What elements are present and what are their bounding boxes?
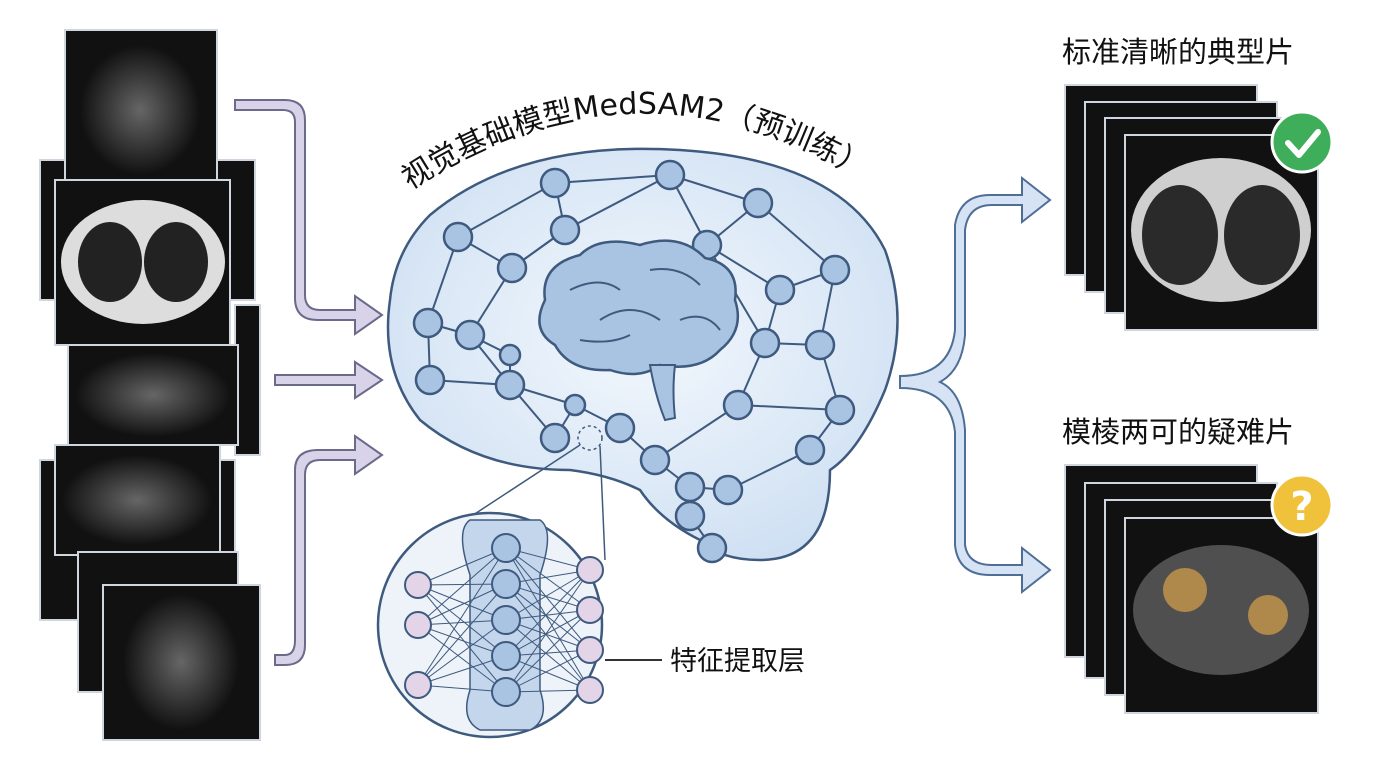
feature-node	[576, 676, 604, 704]
zoom-source-circle	[577, 425, 603, 451]
input-arrows	[234, 99, 384, 666]
feature-edge	[417, 547, 507, 586]
feature-edge	[417, 584, 507, 621]
feature-node	[404, 571, 432, 599]
input-scan-stack	[39, 29, 261, 741]
network-node	[496, 252, 528, 284]
network-node	[749, 327, 781, 359]
network-node	[563, 393, 587, 417]
feature-edge	[505, 569, 591, 657]
network-edge	[564, 174, 671, 231]
feature-node	[576, 596, 604, 624]
network-node	[414, 364, 446, 396]
network-node	[412, 307, 444, 339]
network-node	[674, 471, 706, 503]
arrow-middle	[274, 360, 384, 400]
feature-edge	[505, 619, 591, 691]
feature-edge	[417, 619, 507, 686]
feature-node	[404, 611, 432, 639]
feature-node	[491, 533, 521, 563]
feature-edge	[505, 655, 591, 691]
network-graph	[412, 159, 856, 564]
arrow-bottom	[274, 434, 384, 666]
network-node	[722, 389, 754, 421]
feature-edge	[505, 649, 591, 693]
feature-edge	[417, 624, 507, 693]
feature-edge	[505, 583, 591, 651]
check-icon	[1270, 110, 1334, 174]
feature-node	[491, 605, 521, 635]
feature-edge	[505, 547, 591, 651]
network-node	[494, 369, 526, 401]
feature-edge	[417, 624, 507, 657]
feature-label: 特征提取层	[670, 646, 805, 677]
feature-node	[576, 636, 604, 664]
scan-back	[234, 304, 261, 456]
network-node	[696, 532, 728, 564]
feature-node	[576, 556, 604, 584]
brain-icon	[538, 239, 740, 422]
network-node	[639, 444, 671, 476]
feature-edge	[417, 655, 507, 686]
network-node	[794, 434, 826, 466]
arrow-top	[234, 99, 384, 336]
network-node	[712, 474, 744, 506]
feature-edge	[505, 569, 591, 693]
feature-edge	[417, 547, 507, 626]
question-icon: ?	[1270, 473, 1334, 537]
brain-sagittal-image	[80, 45, 200, 175]
network-node	[549, 214, 581, 246]
feature-edge	[505, 547, 591, 611]
network-node	[824, 394, 856, 426]
feature-edge	[417, 583, 507, 686]
svg-text:?: ?	[1290, 484, 1313, 530]
feature-edge	[417, 583, 507, 626]
network-node	[539, 167, 571, 199]
feature-node	[491, 569, 521, 599]
network-edge	[737, 404, 841, 411]
network-edge	[554, 174, 671, 184]
typical-output-label: 标准清晰的典型片	[1062, 35, 1294, 69]
network-node	[498, 343, 522, 367]
feature-edge	[505, 583, 591, 691]
feature-node	[491, 641, 521, 671]
network-node	[804, 329, 836, 361]
feature-edge	[505, 569, 591, 621]
network-edge	[669, 174, 759, 204]
network-node	[742, 187, 774, 219]
network-node	[764, 274, 796, 306]
feature-edge	[417, 547, 507, 686]
network-node	[454, 319, 486, 351]
feature-edge	[505, 609, 591, 693]
difficult-scan-stack	[1064, 464, 1319, 714]
network-node	[539, 422, 571, 454]
network-node	[674, 500, 706, 532]
feature-edge	[417, 584, 507, 657]
network-edge	[457, 182, 556, 238]
typical-scan-stack	[1064, 84, 1319, 331]
zoom-line	[599, 445, 606, 561]
network-node	[654, 159, 686, 191]
feature-edge	[417, 584, 507, 693]
difficult-output-label: 模棱两可的疑难片	[1062, 415, 1294, 449]
network-edge	[654, 404, 739, 461]
feature-edge	[505, 609, 591, 657]
feature-node	[404, 671, 432, 699]
network-node	[604, 412, 636, 444]
network-edge	[757, 202, 836, 271]
brain-axial-image	[123, 594, 239, 730]
feature-extraction-layer	[376, 511, 604, 739]
network-node	[819, 254, 851, 286]
feature-node	[491, 677, 521, 707]
output-arrows	[899, 175, 1052, 595]
network-node	[442, 221, 474, 253]
feature-edge	[505, 547, 591, 691]
